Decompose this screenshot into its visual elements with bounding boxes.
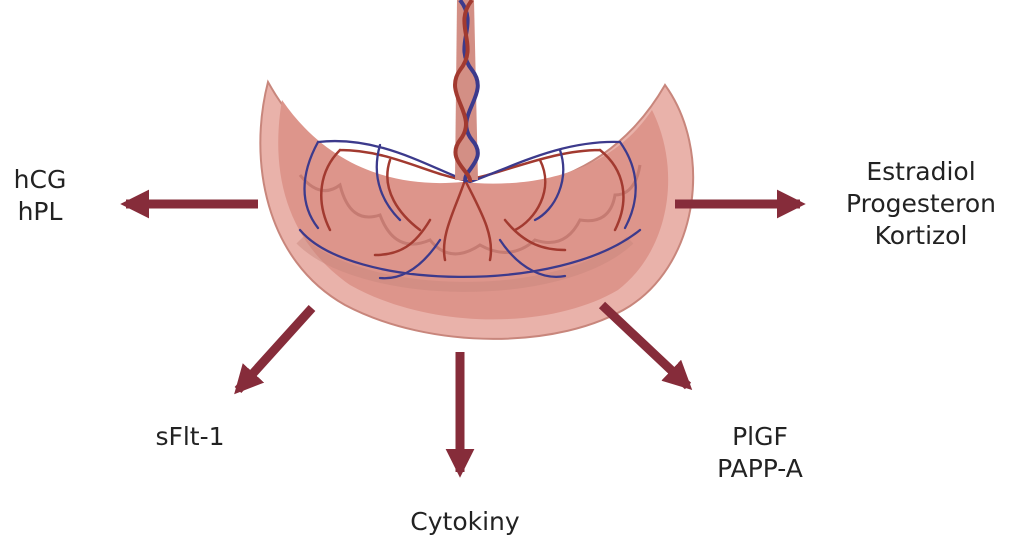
label-cytokiny: Cytokiny bbox=[395, 506, 535, 538]
arrow-bottom-left bbox=[238, 308, 312, 390]
label-steroids: Estradiol Progesteron Kortizol bbox=[835, 156, 1007, 252]
label-pappa: PAPP-A bbox=[700, 453, 820, 485]
label-plgf-pappa: PlGF PAPP-A bbox=[700, 421, 820, 485]
label-estradiol: Estradiol bbox=[835, 156, 1007, 188]
label-progesteron: Progesteron bbox=[835, 188, 1007, 220]
arrow-bottom-right bbox=[602, 305, 688, 386]
label-hpl: hPL bbox=[0, 196, 80, 228]
label-sflt1: sFlt-1 bbox=[140, 421, 240, 453]
label-hcg-hpl: hCG hPL bbox=[0, 164, 80, 228]
label-kortizol: Kortizol bbox=[835, 220, 1007, 252]
umbilical-cord bbox=[455, 0, 478, 182]
placenta bbox=[260, 0, 693, 339]
label-hcg: hCG bbox=[0, 164, 80, 196]
label-plgf: PlGF bbox=[700, 421, 820, 453]
